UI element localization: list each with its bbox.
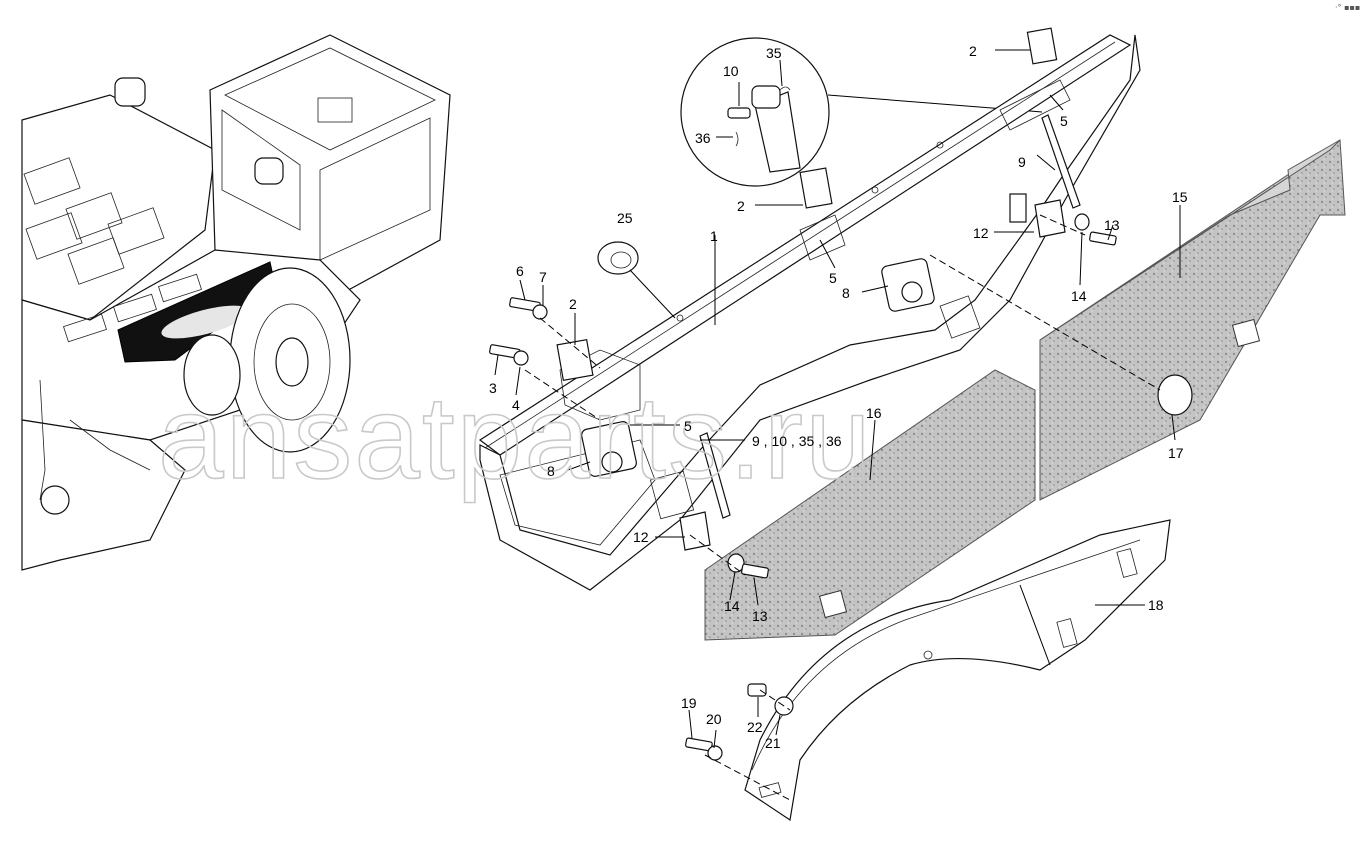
callout-6: 6 xyxy=(516,263,524,279)
callout-21: 21 xyxy=(765,735,781,751)
callout-18: 18 xyxy=(1148,597,1164,613)
callout-9-10-35-36: 9 , 10 , 35 , 36 xyxy=(752,433,842,449)
fasteners-left xyxy=(489,297,548,366)
callout-17: 17 xyxy=(1168,445,1184,461)
callout-25: 25 xyxy=(617,210,633,226)
hinge-plates xyxy=(556,27,1058,382)
callout-2: 2 xyxy=(969,43,977,59)
callout-13: 13 xyxy=(752,608,768,624)
callout-36: 36 xyxy=(695,130,711,146)
corner-mark: ·° ▪▪▪ xyxy=(1335,3,1360,12)
callout-labels: 1 2 2 2 3 4 5 5 5 6 7 8 8 9 9 , 10 , 35 … xyxy=(489,43,1188,751)
callout-13: 13 xyxy=(1104,217,1120,233)
leader-lines xyxy=(494,49,1181,749)
callout-2: 2 xyxy=(569,296,577,312)
callout-5: 5 xyxy=(684,418,692,434)
callout-3: 3 xyxy=(489,380,497,396)
callout-5: 5 xyxy=(1060,113,1068,129)
callout-10: 10 xyxy=(723,63,739,79)
callout-1: 1 xyxy=(710,228,718,244)
latches xyxy=(581,258,935,477)
callout-35: 35 xyxy=(766,45,782,61)
callout-14: 14 xyxy=(1071,288,1087,304)
detail-circle xyxy=(680,37,1043,187)
machine-overview xyxy=(21,34,451,571)
callout-14: 14 xyxy=(724,598,740,614)
fasteners-right xyxy=(685,213,1117,761)
callout-7: 7 xyxy=(539,269,547,285)
fender-18 xyxy=(744,519,1171,822)
watermark: ansatparts.ru xyxy=(158,372,873,504)
callout-19: 19 xyxy=(681,695,697,711)
callout-22: 22 xyxy=(747,719,763,735)
callout-15: 15 xyxy=(1172,189,1188,205)
callout-9: 9 xyxy=(1018,154,1026,170)
brackets xyxy=(679,193,1066,551)
callout-12: 12 xyxy=(633,529,649,545)
callout-8: 8 xyxy=(842,285,850,301)
mat-15 xyxy=(1039,139,1346,501)
grommet-25 xyxy=(597,241,676,319)
callout-2: 2 xyxy=(737,198,745,214)
callout-20: 20 xyxy=(706,711,722,727)
assembly-lines xyxy=(524,214,1161,801)
callout-5: 5 xyxy=(829,270,837,286)
patch-17 xyxy=(1157,374,1193,416)
callout-12: 12 xyxy=(973,225,989,241)
mat-16 xyxy=(704,369,1036,641)
gas-springs xyxy=(699,114,1081,519)
callout-8: 8 xyxy=(547,463,555,479)
callout-16: 16 xyxy=(866,405,882,421)
callout-4: 4 xyxy=(512,397,520,413)
